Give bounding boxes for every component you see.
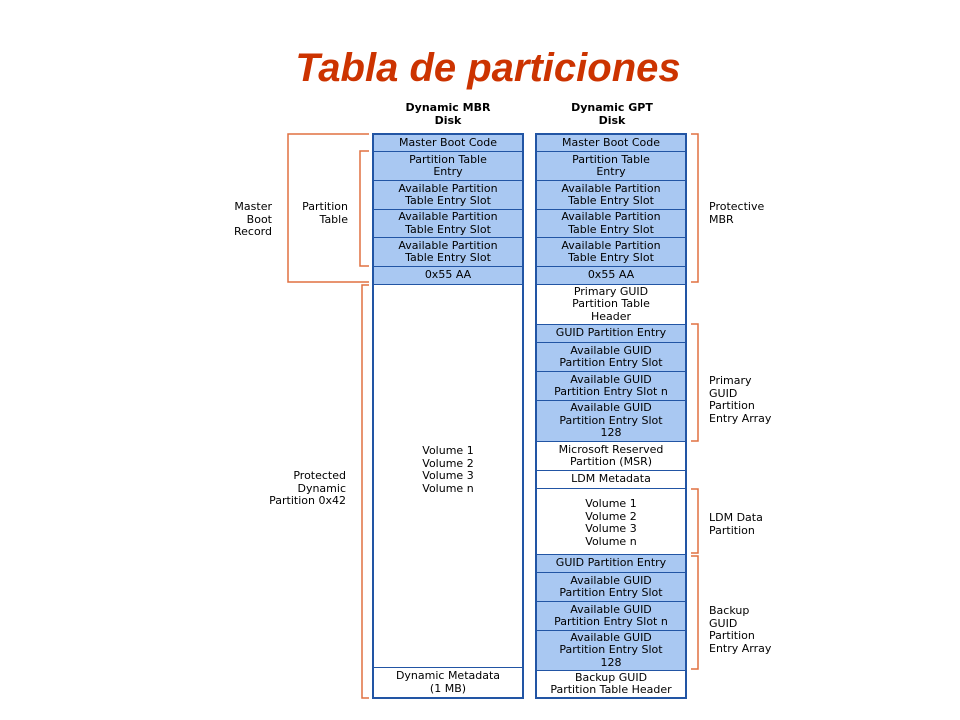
gpt-ldm-metadata: LDM Metadata [537,471,685,489]
mbr-disk-column: Master Boot Code Partition Table Entry A… [372,133,524,699]
gpt-primary-entry-slot-128: Available GUID Partition Entry Slot 128 [537,401,685,442]
mbr-partition-table-entry: Partition Table Entry [374,152,522,181]
bracket-protected-dynamic [361,284,369,699]
label-backup-array: Backup GUID Partition Entry Array [709,604,772,655]
gpt-master-boot-code: Master Boot Code [537,135,685,152]
gpt-backup-entry-slot-128: Available GUID Partition Entry Slot 128 [537,631,685,671]
gpt-column-header: Dynamic GPT Disk [571,101,653,127]
gpt-partition-entry-slot: Available Partition Table Entry Slot [537,238,685,267]
gpt-partition-entry-slot: Available Partition Table Entry Slot [537,181,685,210]
mbr-partition-entry-slot: Available Partition Table Entry Slot [374,238,522,267]
gpt-signature: 0x55 AA [537,267,685,285]
label-protected-dynamic: Protected Dynamic Partition 0x42 [269,469,346,507]
gpt-primary-header: Primary GUID Partition Table Header [537,285,685,325]
mbr-master-boot-code: Master Boot Code [374,135,522,152]
gpt-primary-entry-slot: Available GUID Partition Entry Slot [537,343,685,372]
label-ldm-data: LDM Data Partition [709,511,763,537]
mbr-partition-entry-slot: Available Partition Table Entry Slot [374,181,522,210]
mbr-signature: 0x55 AA [374,267,522,285]
gpt-partition-table-entry: Partition Table Entry [537,152,685,181]
bracket-master-boot-record [287,133,369,283]
mbr-dynamic-metadata: Dynamic Metadata (1 MB) [395,669,501,695]
mbr-partition-entry-slot: Available Partition Table Entry Slot [374,210,522,238]
bracket-partition-table [359,150,369,267]
mbr-volumes: Volume 1 Volume 2 Volume 3 Volume n [374,285,522,668]
gpt-backup-header: Backup GUID Partition Table Header [550,670,672,696]
mbr-column-header: Dynamic MBR Disk [405,101,491,127]
bracket-primary-array [691,323,699,442]
label-partition-table: Partition Table [302,200,348,226]
bracket-protective-mbr [691,133,699,283]
gpt-backup-guid-entry: GUID Partition Entry [537,555,685,573]
gpt-backup-entry-slot-n: Available GUID Partition Entry Slot n [537,602,685,631]
gpt-volumes: Volume 1 Volume 2 Volume 3 Volume n [537,489,685,555]
gpt-primary-guid-entry: GUID Partition Entry [537,325,685,343]
gpt-disk-column: Master Boot Code Partition Table Entry A… [535,133,687,699]
gpt-partition-entry-slot: Available Partition Table Entry Slot [537,210,685,238]
page-title: Tabla de particiones [295,46,681,90]
gpt-primary-entry-slot-n: Available GUID Partition Entry Slot n [537,372,685,401]
bracket-ldm-data [691,488,699,554]
label-master-boot-record: Master Boot Record [233,200,272,238]
label-primary-array: Primary GUID Partition Entry Array [709,374,772,425]
label-protective-mbr: Protective MBR [709,200,765,226]
gpt-msr: Microsoft Reserved Partition (MSR) [537,442,685,471]
bracket-backup-array [691,555,699,670]
gpt-backup-entry-slot: Available GUID Partition Entry Slot [537,573,685,602]
